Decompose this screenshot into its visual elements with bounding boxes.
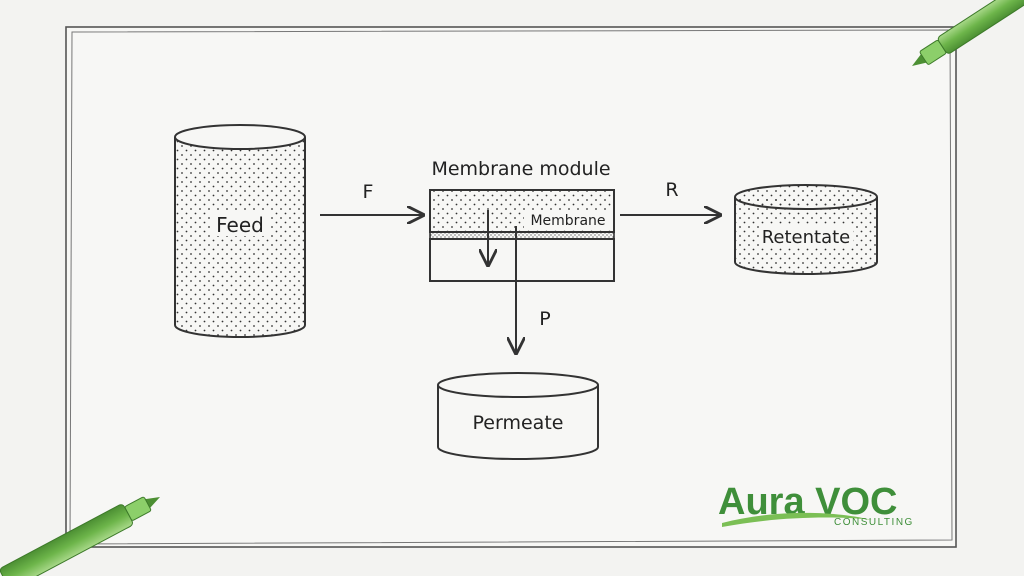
permeate-label: Permeate [473,412,564,434]
feed-stream-label: F [363,181,374,203]
feed-stream-arrow: F [320,181,423,215]
permeate-stream-label: P [539,308,550,330]
permeate-tank: Permeate [437,372,599,460]
membrane-module: Membrane module Membrane [429,158,615,282]
feed-label: Feed [216,213,264,237]
green-marker-pen-icon [0,496,160,576]
membrane-module-title: Membrane module [431,158,610,180]
membrane-label: Membrane [530,213,605,229]
retentate-tank: Retentate [734,184,878,275]
green-marker-pen-icon [912,0,1024,66]
retentate-label: Retentate [762,227,851,248]
feed-tank: Feed [174,124,306,338]
permeate-stream-arrow: P [516,226,551,353]
aura-voc-logo: Aura VOC CONSULTING [718,481,914,528]
retentate-stream-label: R [665,179,678,201]
retentate-stream-arrow: R [620,179,720,215]
logo-tagline: CONSULTING [834,517,914,528]
